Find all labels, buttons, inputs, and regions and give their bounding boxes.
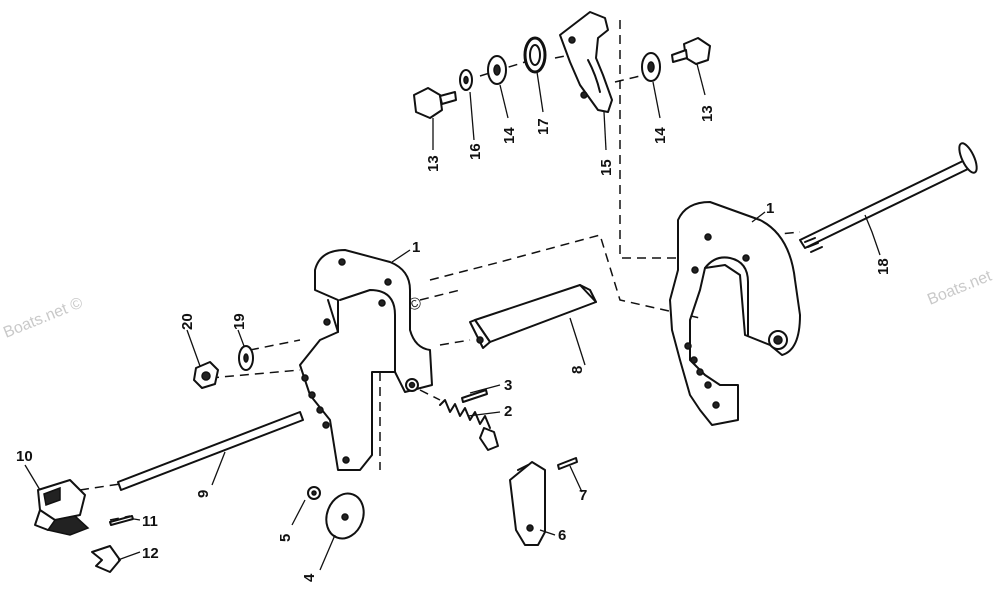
rod-part-9 (117, 411, 304, 491)
label-2: 2 (504, 403, 512, 420)
label-13-right: 13 (699, 105, 716, 122)
nut-part-5 (307, 486, 321, 500)
label-19: 19 (231, 313, 248, 330)
label-16: 16 (467, 143, 484, 160)
lock-part-10 (34, 479, 90, 536)
label-3: 3 (504, 377, 512, 394)
watermark-left: Boats.net © (1, 294, 85, 341)
label-14-left: 14 (501, 127, 518, 144)
watermark-right: Boats.net (925, 267, 995, 308)
label-20: 20 (179, 313, 196, 330)
washer-part-19 (238, 345, 254, 371)
part-labels: 1 1 2 3 4 5 6 7 8 9 10 11 12 13 13 14 14… (16, 105, 892, 582)
tube-part-8 (469, 284, 597, 349)
pin-part-7 (557, 457, 578, 470)
label-10: 10 (16, 448, 33, 465)
label-8: 8 (569, 366, 586, 374)
label-18: 18 (875, 258, 892, 275)
label-5: 5 (277, 534, 294, 542)
clamp-bracket-right (669, 201, 801, 426)
plate-part-15 (559, 11, 613, 113)
label-17: 17 (535, 118, 552, 135)
leader-lines (24, 63, 881, 571)
label-6: 6 (558, 527, 566, 544)
label-15: 15 (598, 159, 615, 176)
spring-part-2 (439, 399, 499, 451)
washer-part-14-left (487, 55, 507, 85)
washer-part-14-right (641, 52, 661, 82)
label-4: 4 (301, 573, 318, 582)
ring-part-17 (523, 36, 547, 74)
pin-part-3 (461, 389, 488, 403)
bolt-part-18 (799, 142, 978, 253)
nut-part-20 (193, 361, 219, 389)
pin-part-11 (109, 515, 134, 526)
lever-part-6 (509, 461, 546, 546)
label-12: 12 (142, 545, 159, 562)
label-1-right: 1 (766, 200, 774, 217)
clamp-bracket-left (299, 249, 433, 471)
label-1-left: 1 (412, 239, 420, 256)
label-13-left: 13 (425, 155, 442, 172)
label-7: 7 (579, 487, 587, 504)
label-14-right: 14 (652, 127, 669, 144)
label-11: 11 (142, 513, 158, 530)
knob-part-13-right (671, 37, 711, 65)
label-9: 9 (195, 490, 212, 498)
knob-part-13-left (413, 87, 457, 119)
clip-part-12 (91, 545, 121, 573)
